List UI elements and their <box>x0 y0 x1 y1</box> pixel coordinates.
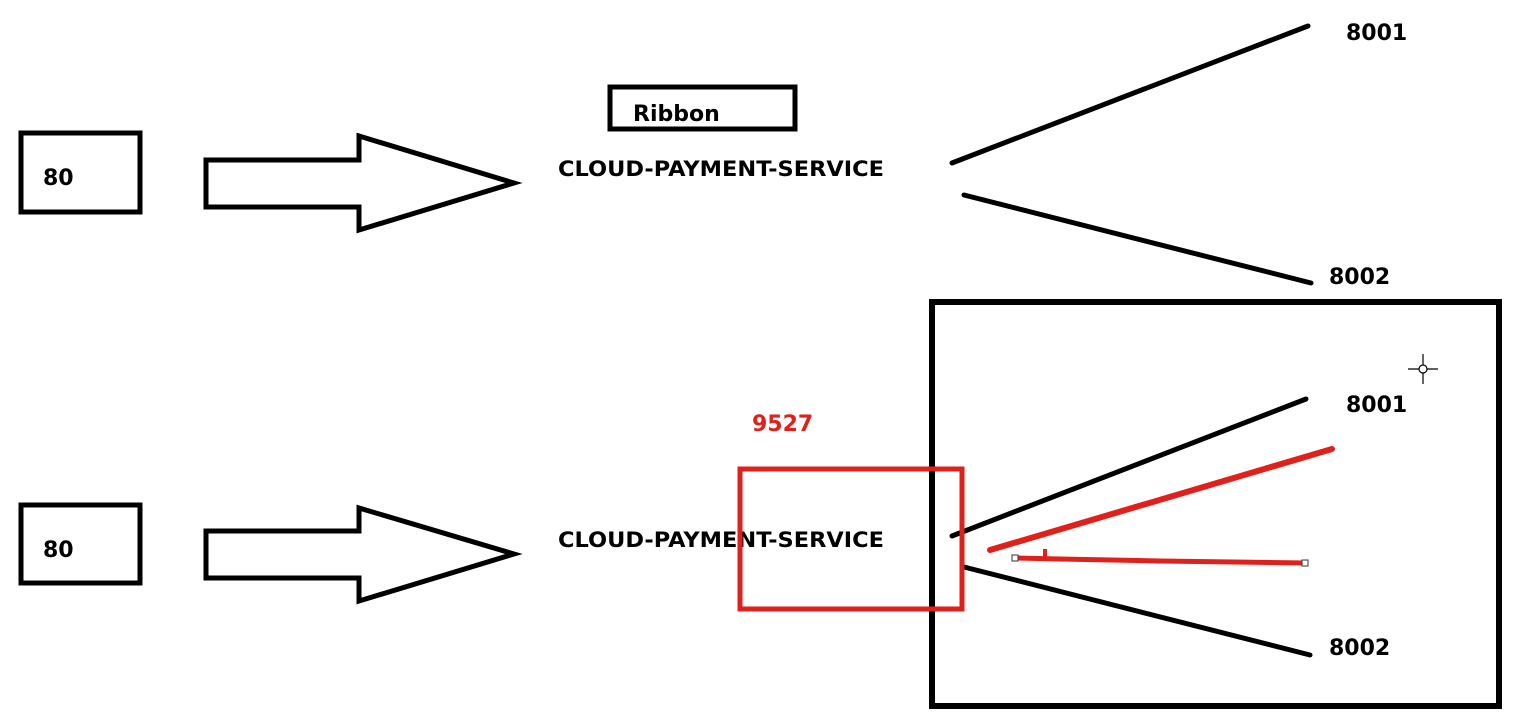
red-route-line-lower[interactable] <box>1012 555 1308 566</box>
provider-8001-label-top: 8001 <box>1346 21 1407 46</box>
red-route-line-upper <box>987 446 1335 553</box>
link-to-8002-top <box>961 192 1314 286</box>
provider-8001-label-bottom: 8001 <box>1346 393 1407 418</box>
provider-8002-label-bottom: 8002 <box>1329 636 1390 661</box>
link-to-8001-top <box>949 23 1311 166</box>
line-handle-end[interactable] <box>1301 559 1309 567</box>
provider-group-frame[interactable] <box>929 299 1502 709</box>
client-box-bottom <box>18 502 143 586</box>
crosshair-move-icon <box>1408 354 1438 384</box>
service-name-top: CLOUD-PAYMENT-SERVICE <box>558 157 884 181</box>
service-name-bottom: CLOUD-PAYMENT-SERVICE <box>558 528 884 552</box>
client-port-label-bottom: 80 <box>43 538 74 563</box>
provider-8002-label-top: 8002 <box>1329 265 1390 290</box>
line-handle-start[interactable] <box>1011 554 1019 562</box>
link-to-8001-bottom <box>949 396 1309 539</box>
top-flow: 80 Ribbon CLOUD-PAYMENT-SERVICE 8001 800… <box>18 21 1407 290</box>
gateway-box[interactable] <box>737 466 965 612</box>
ribbon-box <box>607 84 798 132</box>
client-port-label-top: 80 <box>43 166 74 191</box>
bottom-flow: 80 9527 CLOUD-PAYMENT-SERVICE 8001 8002 <box>18 299 1502 709</box>
arrow-bottom <box>203 504 523 605</box>
link-to-8002-bottom <box>961 564 1313 658</box>
arrow-top <box>203 132 523 234</box>
client-box-top <box>18 130 143 215</box>
ribbon-label: Ribbon <box>633 102 720 127</box>
gateway-port-label: 9527 <box>752 412 813 437</box>
